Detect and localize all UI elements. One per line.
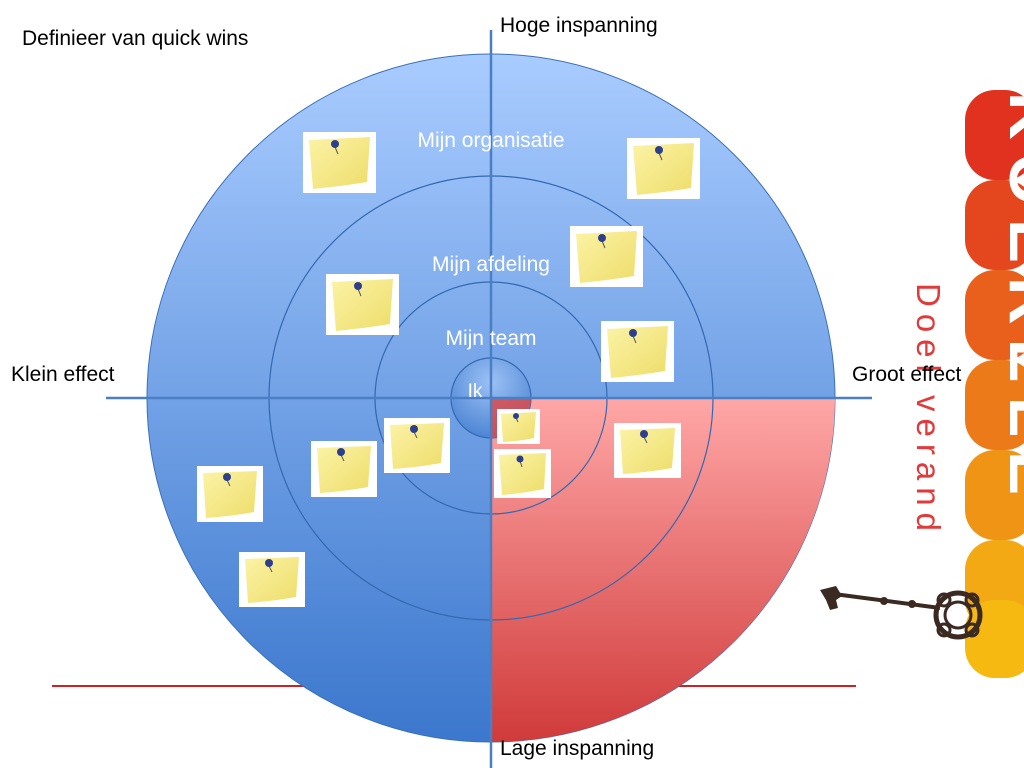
- axis-label-top: Hoge inspanning: [500, 14, 658, 37]
- sticky-note-icon[interactable]: [497, 409, 540, 444]
- sticky-note-icon[interactable]: [627, 138, 700, 199]
- logo-band-3: [965, 270, 1024, 360]
- sticky-note-icon[interactable]: [326, 274, 399, 335]
- sticky-note-icon[interactable]: [311, 441, 377, 497]
- axis-label-left: Klein effect: [11, 363, 115, 386]
- sticky-note-icon[interactable]: [197, 466, 263, 522]
- sticky-notes: [197, 132, 700, 607]
- ring-label-organisation: Mijn organisatie: [417, 129, 564, 152]
- sticky-note-icon[interactable]: [384, 418, 450, 473]
- axis-label-bottom: Lage inspanning: [500, 737, 655, 760]
- logo-band-4: [965, 360, 1024, 450]
- sticky-note-icon[interactable]: [494, 449, 551, 498]
- sticky-note-icon[interactable]: [239, 552, 305, 607]
- quadrant-quick-wins: [491, 398, 835, 742]
- logo-band-1: [965, 90, 1024, 180]
- sticky-note-icon[interactable]: [614, 423, 681, 478]
- page-title: Definieer van quick wins: [22, 27, 249, 50]
- logo-band-2: [965, 180, 1024, 270]
- ring-label-department: Mijn afdeling: [432, 253, 550, 276]
- ring-label-self: Ik: [468, 381, 483, 402]
- axis-label-right: Groot effect: [852, 363, 962, 386]
- key-icon: [820, 586, 983, 640]
- sticky-note-icon[interactable]: [601, 321, 674, 382]
- logo-band-7: [965, 600, 1024, 678]
- sticky-note-icon[interactable]: [303, 132, 376, 193]
- logo-tagline: Doel verand: [910, 283, 947, 538]
- logo: KOERELE: [965, 90, 1024, 678]
- ring-label-team: Mijn team: [445, 327, 536, 350]
- logo-letters: KOERELE: [996, 92, 1024, 509]
- logo-band-5: [965, 450, 1024, 540]
- sticky-note-icon[interactable]: [570, 226, 643, 287]
